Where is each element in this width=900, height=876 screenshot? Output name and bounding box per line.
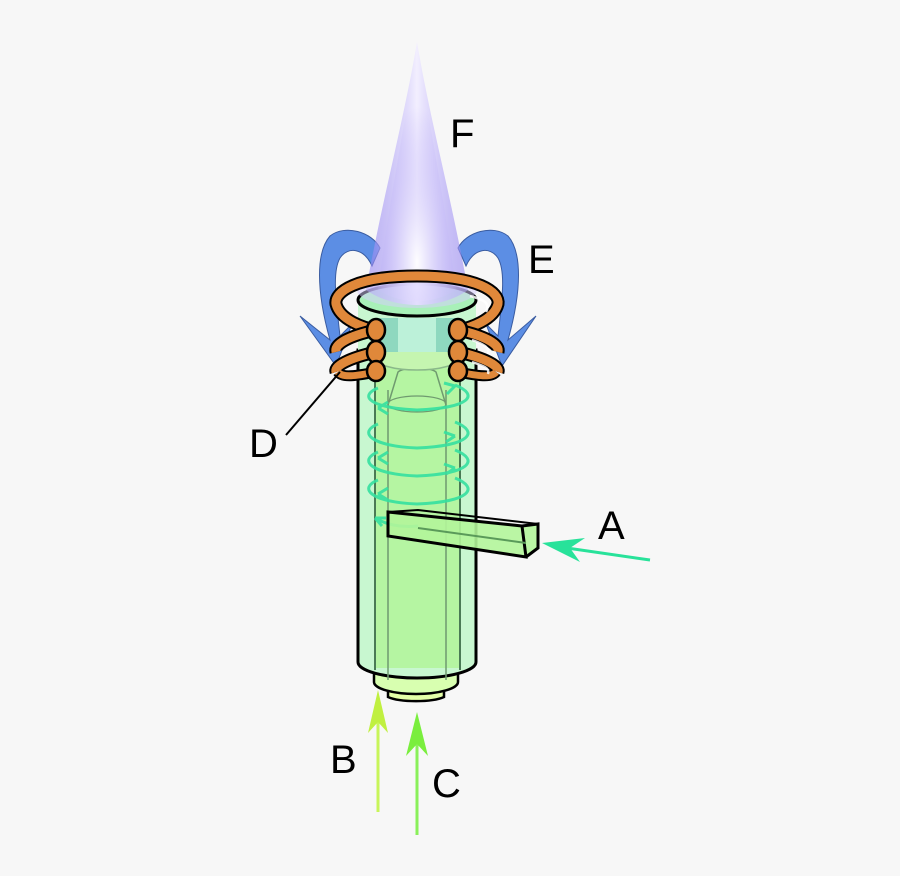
label-d: D (249, 422, 278, 466)
label-f: F (450, 112, 475, 156)
label-c: C (432, 762, 461, 806)
tangential-inlet-tube (386, 508, 540, 559)
label-b: B (330, 738, 357, 782)
plasma-flame (357, 42, 477, 308)
gas-inlet-arrow-a (542, 538, 651, 562)
gas-inlet-arrow-c (406, 712, 428, 835)
label-a: A (598, 504, 625, 548)
gas-inlet-arrow-b (368, 690, 388, 812)
label-e: E (528, 238, 555, 282)
induction-coil (329, 269, 505, 383)
leader-line-d (285, 371, 341, 436)
